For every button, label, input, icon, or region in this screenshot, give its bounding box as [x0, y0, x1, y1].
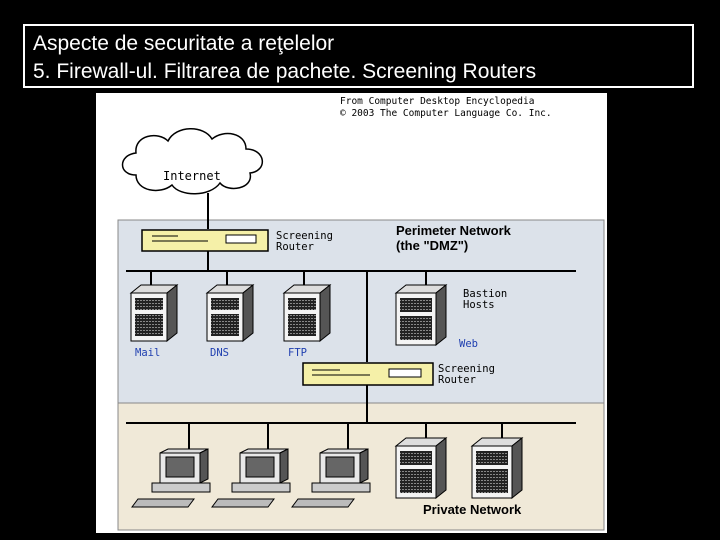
workstation-2-icon	[211, 448, 291, 508]
private-server-2-icon	[470, 436, 524, 500]
server-label-ftp: FTP	[288, 347, 307, 359]
workstation-3-icon	[291, 448, 371, 508]
dmz-label: (the "DMZ")	[396, 238, 469, 253]
bastion-label-line-1: Bastion	[463, 288, 508, 300]
router-2-label-line-1: Screening	[438, 363, 495, 375]
network-diagram: From Computer Desktop Encyclopedia © 200…	[96, 93, 607, 533]
screening-router-2-icon	[302, 362, 434, 386]
private-network-label: Private Network	[423, 502, 522, 517]
credit-line-1: From Computer Desktop Encyclopedia	[340, 96, 535, 107]
perimeter-network-label: Perimeter Network	[396, 223, 511, 238]
bastion-label-line-2: Hosts	[463, 299, 495, 311]
diagram-credit: From Computer Desktop Encyclopedia © 200…	[340, 96, 552, 120]
slide-title-line-2: 5. Firewall-ul. Filtrarea de pachete. Sc…	[33, 60, 537, 83]
server-label-mail: Mail	[135, 347, 161, 359]
workstation-1-icon	[131, 448, 211, 508]
internet-label: Internet	[163, 169, 221, 183]
web-server-icon	[394, 283, 448, 347]
screening-router-1-icon	[141, 229, 269, 252]
diagram-graphics	[117, 128, 605, 531]
internet-cloud-icon	[121, 128, 263, 195]
dns-server-icon	[205, 283, 255, 343]
server-label-dns: DNS	[210, 347, 229, 359]
mail-server-icon	[129, 283, 179, 343]
slide-title-line-1: Aspecte de securitate a reţelelor	[33, 32, 335, 55]
router-1-label-line-1: Screening	[276, 230, 333, 242]
slide-title: Aspecte de securitate a reţelelor 5. Fir…	[23, 24, 694, 88]
router-1-label-line-2: Router	[276, 241, 314, 253]
server-label-web: Web	[459, 338, 478, 350]
credit-line-2: © 2003 The Computer Language Co. Inc.	[340, 108, 552, 119]
ftp-server-icon	[282, 283, 332, 343]
router-2-label-line-2: Router	[438, 374, 476, 386]
private-server-1-icon	[394, 436, 448, 500]
